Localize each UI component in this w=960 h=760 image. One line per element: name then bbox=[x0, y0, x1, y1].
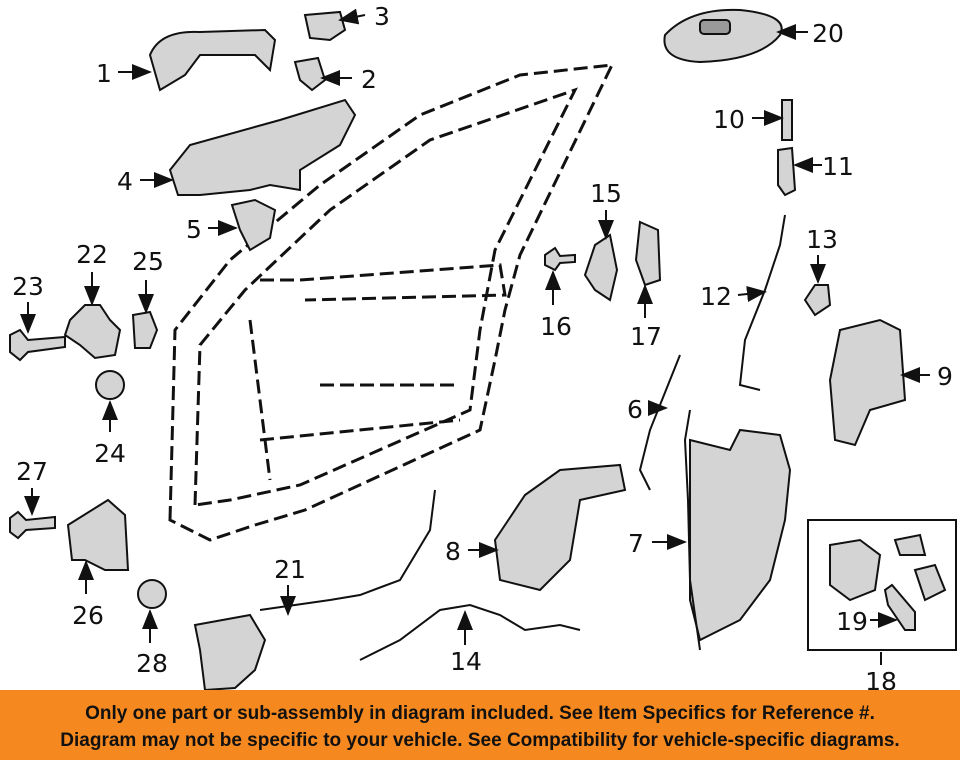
part-9-actuator bbox=[828, 318, 907, 447]
part-14-cable bbox=[359, 603, 581, 661]
part-17-plate bbox=[634, 220, 662, 287]
part-24-nut bbox=[95, 370, 125, 400]
part-18-kit-box bbox=[807, 519, 957, 651]
part-7-latch bbox=[689, 428, 792, 642]
callout-12: 12 bbox=[700, 282, 732, 311]
part-18-key-insert bbox=[893, 533, 927, 556]
callout-14: 14 bbox=[450, 647, 482, 676]
callout-17: 17 bbox=[630, 322, 662, 351]
parts-diagram: 1 2 3 4 5 6 7 8 9 10 11 12 13 14 15 16 1… bbox=[9, 2, 957, 690]
part-22-bracket bbox=[63, 304, 122, 360]
callout-3: 3 bbox=[374, 2, 390, 31]
callout-8: 8 bbox=[445, 537, 461, 566]
callout-23: 23 bbox=[12, 272, 44, 301]
callout-15: 15 bbox=[590, 179, 622, 208]
part-10-pin bbox=[781, 99, 793, 141]
part-18-plug bbox=[913, 563, 947, 602]
disclaimer-line-2: Diagram may not be specific to your vehi… bbox=[60, 730, 900, 751]
leader-lines bbox=[20, 8, 930, 665]
part-21-cable bbox=[259, 489, 436, 611]
callout-18: 18 bbox=[865, 667, 897, 690]
part-21-actuator bbox=[193, 613, 267, 690]
callout-4: 4 bbox=[117, 167, 133, 196]
part-20-remote-key bbox=[663, 8, 783, 64]
part-7-cable bbox=[683, 409, 701, 651]
part-15-striker bbox=[583, 233, 619, 302]
part-18-lock-cylinder bbox=[829, 538, 882, 602]
callout-1: 1 bbox=[96, 59, 112, 88]
callout-7: 7 bbox=[628, 529, 644, 558]
disclaimer-line-1: Only one part or sub-assembly in diagram… bbox=[85, 703, 875, 724]
callout-9: 9 bbox=[937, 362, 953, 391]
callout-27: 27 bbox=[16, 457, 48, 486]
callout-16: 16 bbox=[540, 312, 572, 341]
part-16-bolt bbox=[544, 246, 576, 272]
callout-21: 21 bbox=[274, 555, 306, 584]
callout-25: 25 bbox=[132, 247, 164, 276]
callout-13: 13 bbox=[806, 225, 838, 254]
callout-11: 11 bbox=[822, 152, 854, 181]
part-27-bolt bbox=[9, 510, 56, 540]
part-23-bolt bbox=[9, 328, 66, 362]
callout-2: 2 bbox=[361, 65, 377, 94]
callout-19: 19 bbox=[836, 607, 868, 636]
callout-labels: 1 2 3 4 5 6 7 8 9 10 11 12 13 14 15 16 1… bbox=[12, 2, 953, 690]
callout-6: 6 bbox=[627, 395, 643, 424]
part-2-clip bbox=[293, 56, 327, 92]
callout-10: 10 bbox=[713, 105, 745, 134]
part-12-lock-rod bbox=[738, 214, 786, 391]
part-8-carrier bbox=[493, 463, 627, 592]
part-3-cap bbox=[303, 10, 347, 42]
callout-20: 20 bbox=[812, 19, 844, 48]
part-6-rod bbox=[638, 354, 681, 491]
part-13-grommet bbox=[803, 284, 832, 317]
part-4-handle-bracket bbox=[168, 98, 357, 196]
part-25-nut bbox=[131, 310, 159, 349]
part-19-clip bbox=[883, 583, 916, 631]
part-1-outside-handle bbox=[148, 28, 277, 92]
disclaimer-banner: Only one part or sub-assembly in diagram… bbox=[0, 690, 960, 760]
callout-28: 28 bbox=[136, 649, 168, 678]
callout-26: 26 bbox=[72, 601, 104, 630]
part-28-nut bbox=[137, 579, 167, 609]
part-26-bracket bbox=[66, 498, 130, 571]
part-5-bracket bbox=[230, 198, 277, 252]
callout-22: 22 bbox=[76, 240, 108, 269]
callout-24: 24 bbox=[94, 439, 126, 468]
part-11-rod-end bbox=[777, 146, 797, 197]
door-frame bbox=[168, 63, 615, 542]
callout-5: 5 bbox=[186, 215, 202, 244]
